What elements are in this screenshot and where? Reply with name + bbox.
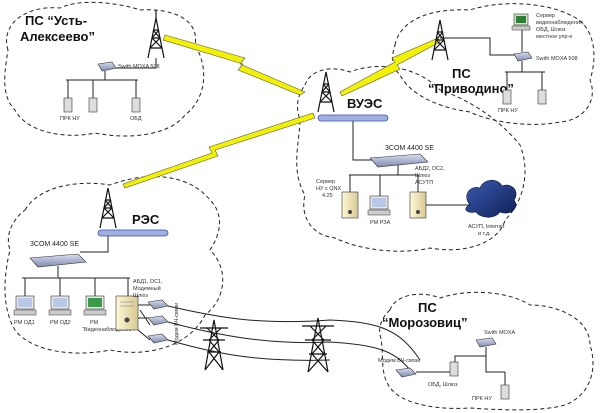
privodino-title-line1: ПС — [452, 66, 471, 81]
moroz-device-icon-1 — [449, 361, 459, 377]
moroz-title-line1: ПС — [418, 300, 437, 315]
res-pc2-label: РМ ОД2 — [50, 320, 71, 326]
privodino-device-icon-1 — [502, 89, 512, 105]
vues-pc-icon — [367, 195, 391, 216]
privodino-server-label-2: видеонаблюдения, — [536, 20, 585, 26]
privodino-device-label-1: ПРК НУ — [498, 108, 518, 114]
privodino-antenna-tower-icon — [431, 19, 449, 61]
ust-switch-icon — [97, 61, 117, 72]
ust-switch-label: Swith MOXA 508 — [118, 64, 160, 70]
res-pc1-icon — [13, 295, 37, 316]
ust-device-icon-1 — [63, 97, 73, 113]
vues-server2-label-3: АСУТП — [415, 180, 433, 186]
moroz-device-label-1: ОБД, Шлюз — [428, 382, 458, 388]
lightning-vues-privodino — [339, 37, 441, 97]
vues-server1-label-2: НУ с QNX — [316, 186, 342, 192]
vues-server1-label-3: 4.25 — [322, 193, 333, 199]
res-server-label-3: Шлюз — [133, 293, 148, 299]
lightning-vues-res — [122, 112, 316, 189]
moroz-modem-label: Модем ВЧ-связи — [378, 358, 420, 364]
vues-server2-label-1: АБД2, DC2, — [415, 166, 445, 172]
vues-network-cloud-icon — [465, 179, 517, 218]
vues-antenna-tower-icon — [317, 71, 335, 113]
res-modem-icon-1 — [147, 299, 169, 310]
privodino-server-label-3: ОБД, Шлюз — [536, 27, 566, 33]
vues-server2-icon — [409, 191, 427, 219]
res-pc1-label: РМ ОД1 — [14, 320, 35, 326]
res-server-label-1: АБД1, DC1, — [133, 279, 163, 285]
vues-pc-label: РМ РЗА — [370, 220, 391, 226]
ust-title-line1: ПС “Усть- — [25, 13, 87, 28]
res-title: РЭС — [132, 212, 160, 227]
moroz-switch-label: Swith MOXA — [484, 330, 516, 336]
power-tower-icon-2 — [302, 317, 334, 373]
res-pc2-icon — [48, 295, 72, 316]
moroz-device-label-2: ПРК НУ — [472, 396, 492, 402]
cloud-moroz — [379, 291, 594, 411]
ust-device-icon-3 — [131, 97, 141, 113]
vues-switch-icon — [369, 153, 429, 168]
privodino-switch-label: Swith MOXA 508 — [536, 56, 578, 62]
ust-device-label-3: ОБД — [130, 116, 142, 122]
vues-switch-label: 3COM 4400 SE — [385, 145, 434, 152]
moroz-device-icon-2 — [500, 384, 510, 400]
vues-title: ВУЭС — [347, 96, 383, 111]
privodino-title-line2: “Приводино” — [428, 81, 514, 96]
res-modem-icon-2 — [147, 315, 169, 326]
privodino-switch-icon — [513, 51, 533, 62]
res-pc3-label-1: РМ — [90, 320, 99, 326]
cloud-vues — [296, 66, 526, 252]
privodino-device-icon-2 — [537, 89, 547, 105]
privodino-server-label-1: Сервер — [536, 13, 555, 19]
moroz-title-line2: “Морозовиц” — [382, 315, 468, 330]
res-switch-label: 3COM 4400 SE — [30, 241, 79, 248]
ust-antenna-tower-icon — [147, 10, 165, 59]
res-antenna-tower-icon — [99, 187, 117, 229]
ust-title-line2: Алексеево” — [20, 29, 95, 44]
lightning-ust-vues — [162, 34, 306, 96]
vues-server1-icon — [341, 191, 359, 219]
res-server-icon — [115, 295, 139, 331]
vues-server1-label-1: Сервер — [316, 179, 335, 185]
power-tower-icon-1 — [200, 319, 228, 371]
res-pc3-label-2: “Видеонаблюдение” — [82, 327, 134, 333]
res-pc3-icon — [83, 295, 107, 316]
ust-device-label-1: ПРК НУ — [60, 116, 80, 122]
res-bus-icon — [97, 229, 169, 237]
vues-bus-icon — [317, 114, 389, 122]
res-switch-icon — [29, 253, 87, 268]
res-server-label-2: Модемный — [133, 285, 161, 292]
privodino-server-pc-icon — [511, 13, 531, 31]
cloud-ust — [4, 1, 205, 137]
res-modem-icon-3 — [147, 333, 169, 344]
cloud-res — [4, 176, 224, 354]
moroz-modem-icon — [395, 367, 417, 378]
vues-cloud-label-1: АСУП, Internet — [468, 224, 505, 230]
vues-server2-label-2: Шлюз — [415, 173, 430, 179]
moroz-switch-icon — [475, 337, 497, 348]
ust-device-icon-2 — [88, 97, 98, 113]
privodino-server-label-4: местное упр-е — [536, 34, 572, 40]
vues-cloud-label-2: и т.д. — [478, 231, 491, 237]
